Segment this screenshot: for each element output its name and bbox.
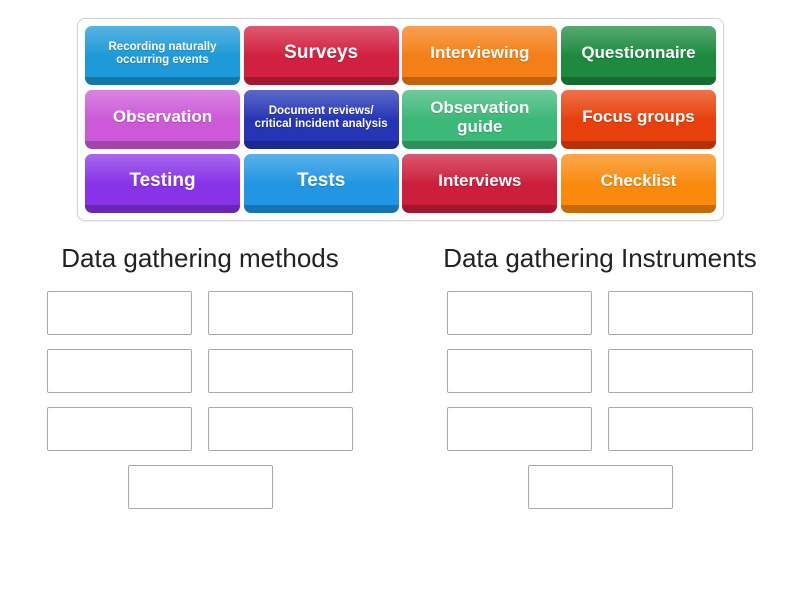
drop-zone-title: Data gathering Instruments xyxy=(443,243,757,273)
tile-label: Interviews xyxy=(438,171,522,191)
tile-label: Observation guide xyxy=(430,98,530,136)
drop-slot[interactable] xyxy=(447,406,592,451)
tile-interviewing[interactable]: Interviewing xyxy=(402,26,558,85)
drop-slot[interactable] xyxy=(208,348,353,393)
drop-slot-grid xyxy=(435,290,765,509)
tile-document-reviews-critical-incident-analysis[interactable]: Document reviews/ critical incident anal… xyxy=(243,90,399,149)
tile-label: Questionnaire xyxy=(581,43,696,63)
tile-label: Observation xyxy=(112,107,213,127)
tile-interviews[interactable]: Interviews xyxy=(402,154,558,213)
tile-label: Surveys xyxy=(284,42,359,64)
drop-slot-row-final xyxy=(435,464,765,509)
tile-label: Checklist xyxy=(600,171,677,191)
tile-questionnaire[interactable]: Questionnaire xyxy=(560,26,716,85)
tile-label: Focus groups xyxy=(582,107,695,127)
drop-slot[interactable] xyxy=(127,464,273,509)
drop-slot[interactable] xyxy=(608,406,753,451)
drop-slot[interactable] xyxy=(608,290,753,335)
tile-label: Recording naturally occurring events xyxy=(108,41,217,66)
drop-slot[interactable] xyxy=(47,290,192,335)
tile-focus-groups[interactable]: Focus groups xyxy=(560,90,716,149)
tile-surveys[interactable]: Surveys xyxy=(243,26,399,85)
word-tile-bank: Recording naturally occurring events Sur… xyxy=(77,18,724,221)
drop-zone-data-gathering-instruments: Data gathering Instruments xyxy=(400,243,800,509)
drop-zone-data-gathering-methods: Data gathering methods xyxy=(0,243,400,509)
drop-slot-grid xyxy=(35,290,365,509)
tile-label: Testing xyxy=(129,170,196,192)
drop-zones: Data gathering methods Data gathering In… xyxy=(0,243,800,509)
tile-label: Document reviews/ critical incident anal… xyxy=(254,105,388,130)
tile-row-3: Testing Tests Interviews Checklist xyxy=(85,154,716,213)
tile-testing[interactable]: Testing xyxy=(85,154,240,213)
drop-slot[interactable] xyxy=(208,290,353,335)
tile-observation[interactable]: Observation xyxy=(85,90,240,149)
drop-slot[interactable] xyxy=(608,348,753,393)
drop-slot[interactable] xyxy=(447,290,592,335)
tile-row-1: Recording naturally occurring events Sur… xyxy=(85,26,716,85)
tile-observation-guide[interactable]: Observation guide xyxy=(402,90,558,149)
drop-slot[interactable] xyxy=(47,348,192,393)
drop-slot-row-final xyxy=(35,464,365,509)
drop-zone-title: Data gathering methods xyxy=(61,243,339,273)
drop-slot[interactable] xyxy=(208,406,353,451)
tile-label: Tests xyxy=(297,170,346,192)
tile-row-2: Observation Document reviews/ critical i… xyxy=(85,90,716,149)
tile-checklist[interactable]: Checklist xyxy=(560,154,716,213)
drop-slot[interactable] xyxy=(447,348,592,393)
tile-label: Interviewing xyxy=(430,43,530,63)
drop-slot[interactable] xyxy=(527,464,673,509)
tile-recording-naturally-occurring-events[interactable]: Recording naturally occurring events xyxy=(85,26,240,85)
drop-slot[interactable] xyxy=(47,406,192,451)
tile-tests[interactable]: Tests xyxy=(243,154,399,213)
